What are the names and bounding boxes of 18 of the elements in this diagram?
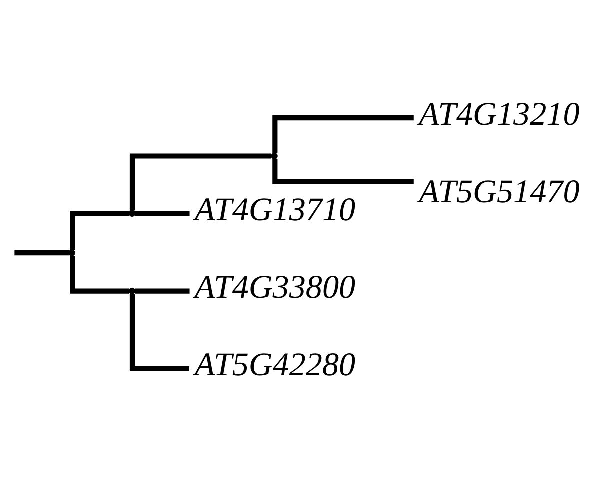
connector [135, 288, 190, 294]
connector [272, 158, 414, 184]
node-point [128, 210, 136, 217]
connector [130, 294, 190, 372]
node-point [271, 152, 278, 160]
connector [130, 154, 272, 211]
connector [135, 211, 190, 216]
connector [272, 115, 414, 154]
node-text: AT5G51470 [419, 173, 580, 210]
node-point [128, 288, 136, 295]
connector [70, 211, 130, 250]
connector [70, 256, 130, 294]
node-text: AT5G42280 [194, 346, 356, 384]
connector [14, 250, 70, 256]
node-point [68, 250, 76, 256]
node-text: AT4G33800 [194, 269, 356, 306]
node-text: AT4G13210 [419, 96, 580, 133]
node-text: AT4G13710 [194, 191, 356, 228]
